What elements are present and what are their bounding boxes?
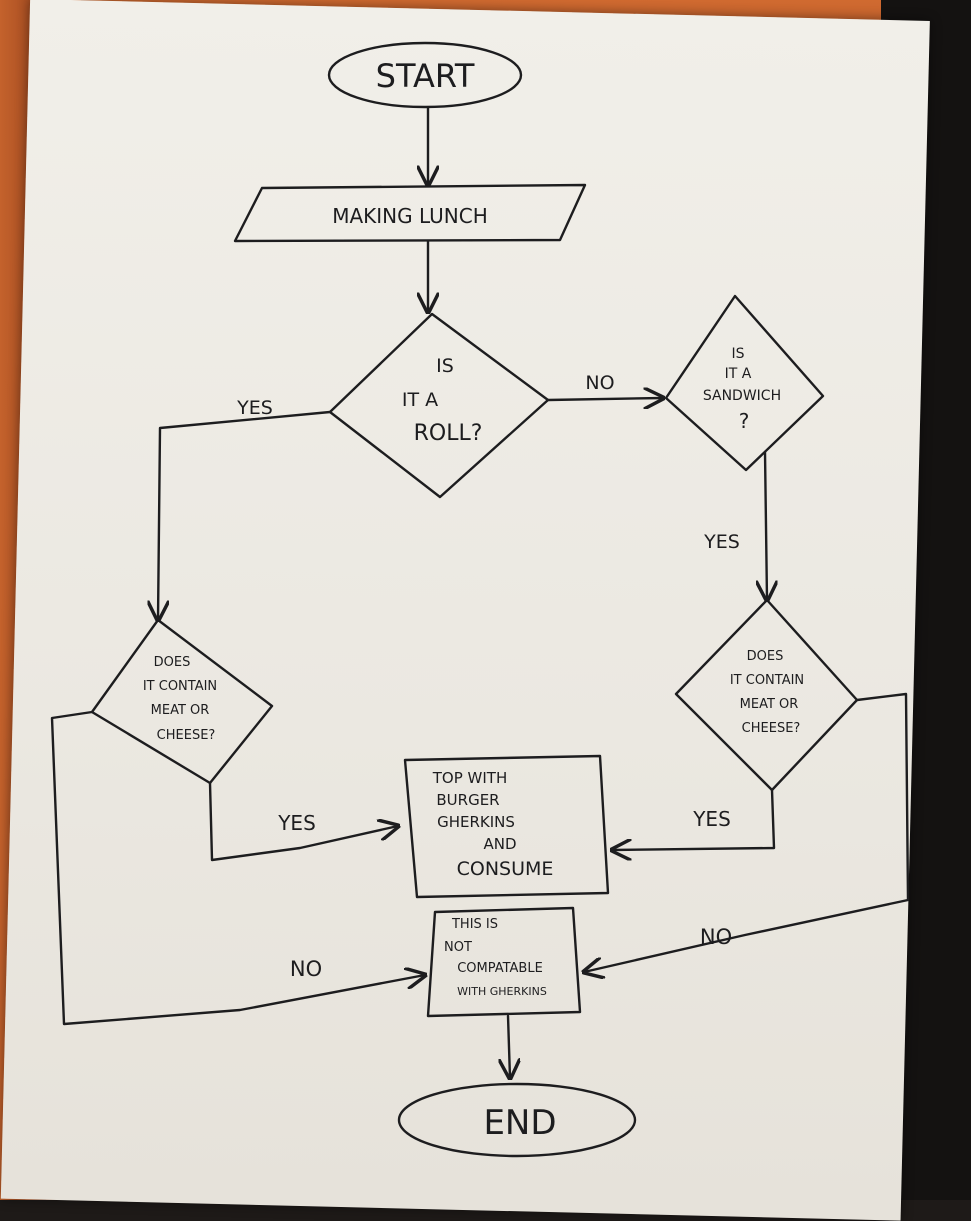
roll-mc-line-3: MEAT OR (151, 703, 210, 718)
sandwich-line-3: SANDWICH (703, 388, 781, 404)
nc-line-2: NOT (444, 940, 472, 955)
roll-line-2: IT A (402, 389, 438, 411)
label-roll-no: NO (585, 372, 614, 394)
label-sandwich-meat-yes: YES (692, 807, 731, 831)
making-lunch-node: MAKING LUNCH (233, 183, 587, 243)
arrow-to-end (508, 1014, 510, 1078)
top-with-gherkins-node: TOP WITH BURGER GHERKINS AND CONSUME (403, 754, 610, 899)
nc-line-4: WITH GHERKINS (457, 985, 547, 998)
arrow-sandwich-yes (765, 450, 767, 600)
start-node: START (327, 41, 523, 109)
is-it-a-roll-node: IS IT A ROLL? (328, 312, 550, 499)
roll-line-1: IS (436, 355, 454, 377)
top-line-4: AND (483, 835, 516, 853)
sandwich-mc-line-4: CHEESE? (742, 721, 801, 736)
label-roll-meat-yes: YES (277, 811, 316, 835)
sandwich-line-4: ? (739, 409, 750, 433)
end-label: END (483, 1103, 556, 1143)
top-line-5: CONSUME (457, 858, 554, 880)
sandwich-mc-line-2: IT CONTAIN (730, 673, 804, 688)
arrow-roll-yes (158, 410, 332, 620)
label-sandwich-meat-no: NO (700, 925, 732, 949)
is-it-a-sandwich-node: IS IT A SANDWICH ? (664, 294, 825, 472)
roll-mc-line-2: IT CONTAIN (143, 679, 217, 694)
nc-line-1: THIS IS (451, 917, 498, 932)
end-node: END (397, 1082, 637, 1158)
start-label: START (376, 57, 475, 95)
not-compatible-node: THIS IS NOT COMPATABLE WITH GHERKINS (426, 906, 582, 1018)
top-line-1: TOP WITH (432, 769, 507, 787)
arrow-roll-meat-no (50, 710, 425, 1026)
roll-mc-line-4: CHEESE? (157, 728, 216, 743)
roll-mc-line-1: DOES (154, 655, 191, 670)
label-sandwich-yes: YES (703, 531, 740, 553)
roll-meat-cheese-node: DOES IT CONTAIN MEAT OR CHEESE? (90, 618, 274, 785)
nc-line-3: COMPATABLE (457, 961, 543, 976)
sandwich-meat-cheese-node: DOES IT CONTAIN MEAT OR CHEESE? (674, 598, 859, 792)
label-roll-meat-no: NO (290, 957, 322, 981)
arrow-roll-meat-yes (208, 781, 398, 862)
label-roll-yes: YES (236, 397, 273, 419)
arrow-roll-no (546, 398, 663, 400)
top-line-2: BURGER (436, 791, 499, 809)
top-line-3: GHERKINS (437, 813, 515, 831)
arrow-sandwich-meat-no (584, 692, 910, 972)
roll-line-3: ROLL? (414, 421, 483, 446)
sandwich-mc-line-3: MEAT OR (740, 697, 799, 712)
arrow-sandwich-meat-yes (612, 788, 776, 850)
sandwich-line-2: IT A (725, 366, 752, 382)
making-lunch-label: MAKING LUNCH (332, 204, 488, 228)
sandwich-mc-line-1: DOES (747, 649, 784, 664)
sandwich-line-1: IS (731, 346, 744, 362)
